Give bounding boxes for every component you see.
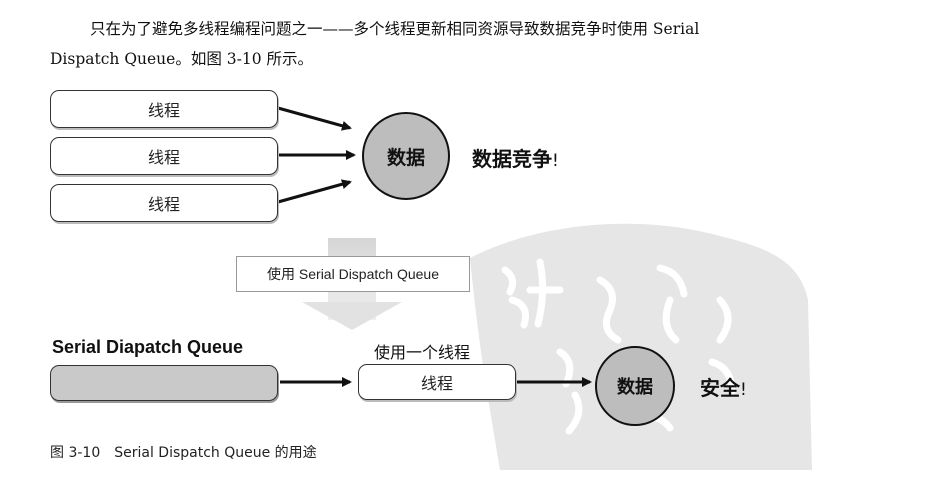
thread-label: 线程 <box>147 195 180 214</box>
paragraph-line-2: Dispatch Queue。如图 3-10 所示。 <box>50 50 314 68</box>
figure-caption: 图 3-10 Serial Dispatch Queue 的用途 <box>50 445 317 461</box>
single-thread-box: 线程 <box>358 364 516 400</box>
thread-label: 线程 <box>147 148 180 167</box>
safe-exclamation: ! <box>740 380 747 400</box>
thread-box-3: 线程 <box>50 184 278 222</box>
one-thread-label: 使用一个线程 <box>374 343 471 362</box>
arrow-thread-1 <box>277 106 352 131</box>
race-exclamation: ! <box>552 151 559 171</box>
thread-box-1: 线程 <box>50 90 278 128</box>
paragraph-line-1: 只在为了避免多线程编程问题之一——多个线程更新相同资源导致数据竞争时使用 Ser… <box>90 20 700 38</box>
use-serial-queue-label: 使用 Serial Dispatch Queue <box>236 256 470 292</box>
queue-title: Serial Diapatch Queue <box>52 337 244 357</box>
safe-label: 安全! <box>700 372 747 401</box>
serial-queue-bar <box>50 365 278 401</box>
data-circle-label-bottom: 数据 <box>617 377 653 398</box>
data-circle-label: 数据 <box>386 146 425 169</box>
data-circle-bottom: 数据 <box>595 346 675 426</box>
use-serial-queue-text: 使用 Serial Dispatch Queue <box>267 266 439 282</box>
arrow-thread-3 <box>277 179 352 204</box>
safe-label-text: 安全 <box>700 376 740 400</box>
body-paragraph: 只在为了避免多线程编程问题之一——多个线程更新相同资源导致数据竞争时使用 Ser… <box>50 14 890 74</box>
thread-box-2: 线程 <box>50 137 278 175</box>
data-circle-top: 数据 <box>362 112 450 200</box>
thread-label: 线程 <box>147 101 180 120</box>
race-condition-label: 数据竞争! <box>472 143 559 172</box>
single-thread-label: 线程 <box>420 374 453 393</box>
race-label-text: 数据竞争 <box>472 147 552 171</box>
